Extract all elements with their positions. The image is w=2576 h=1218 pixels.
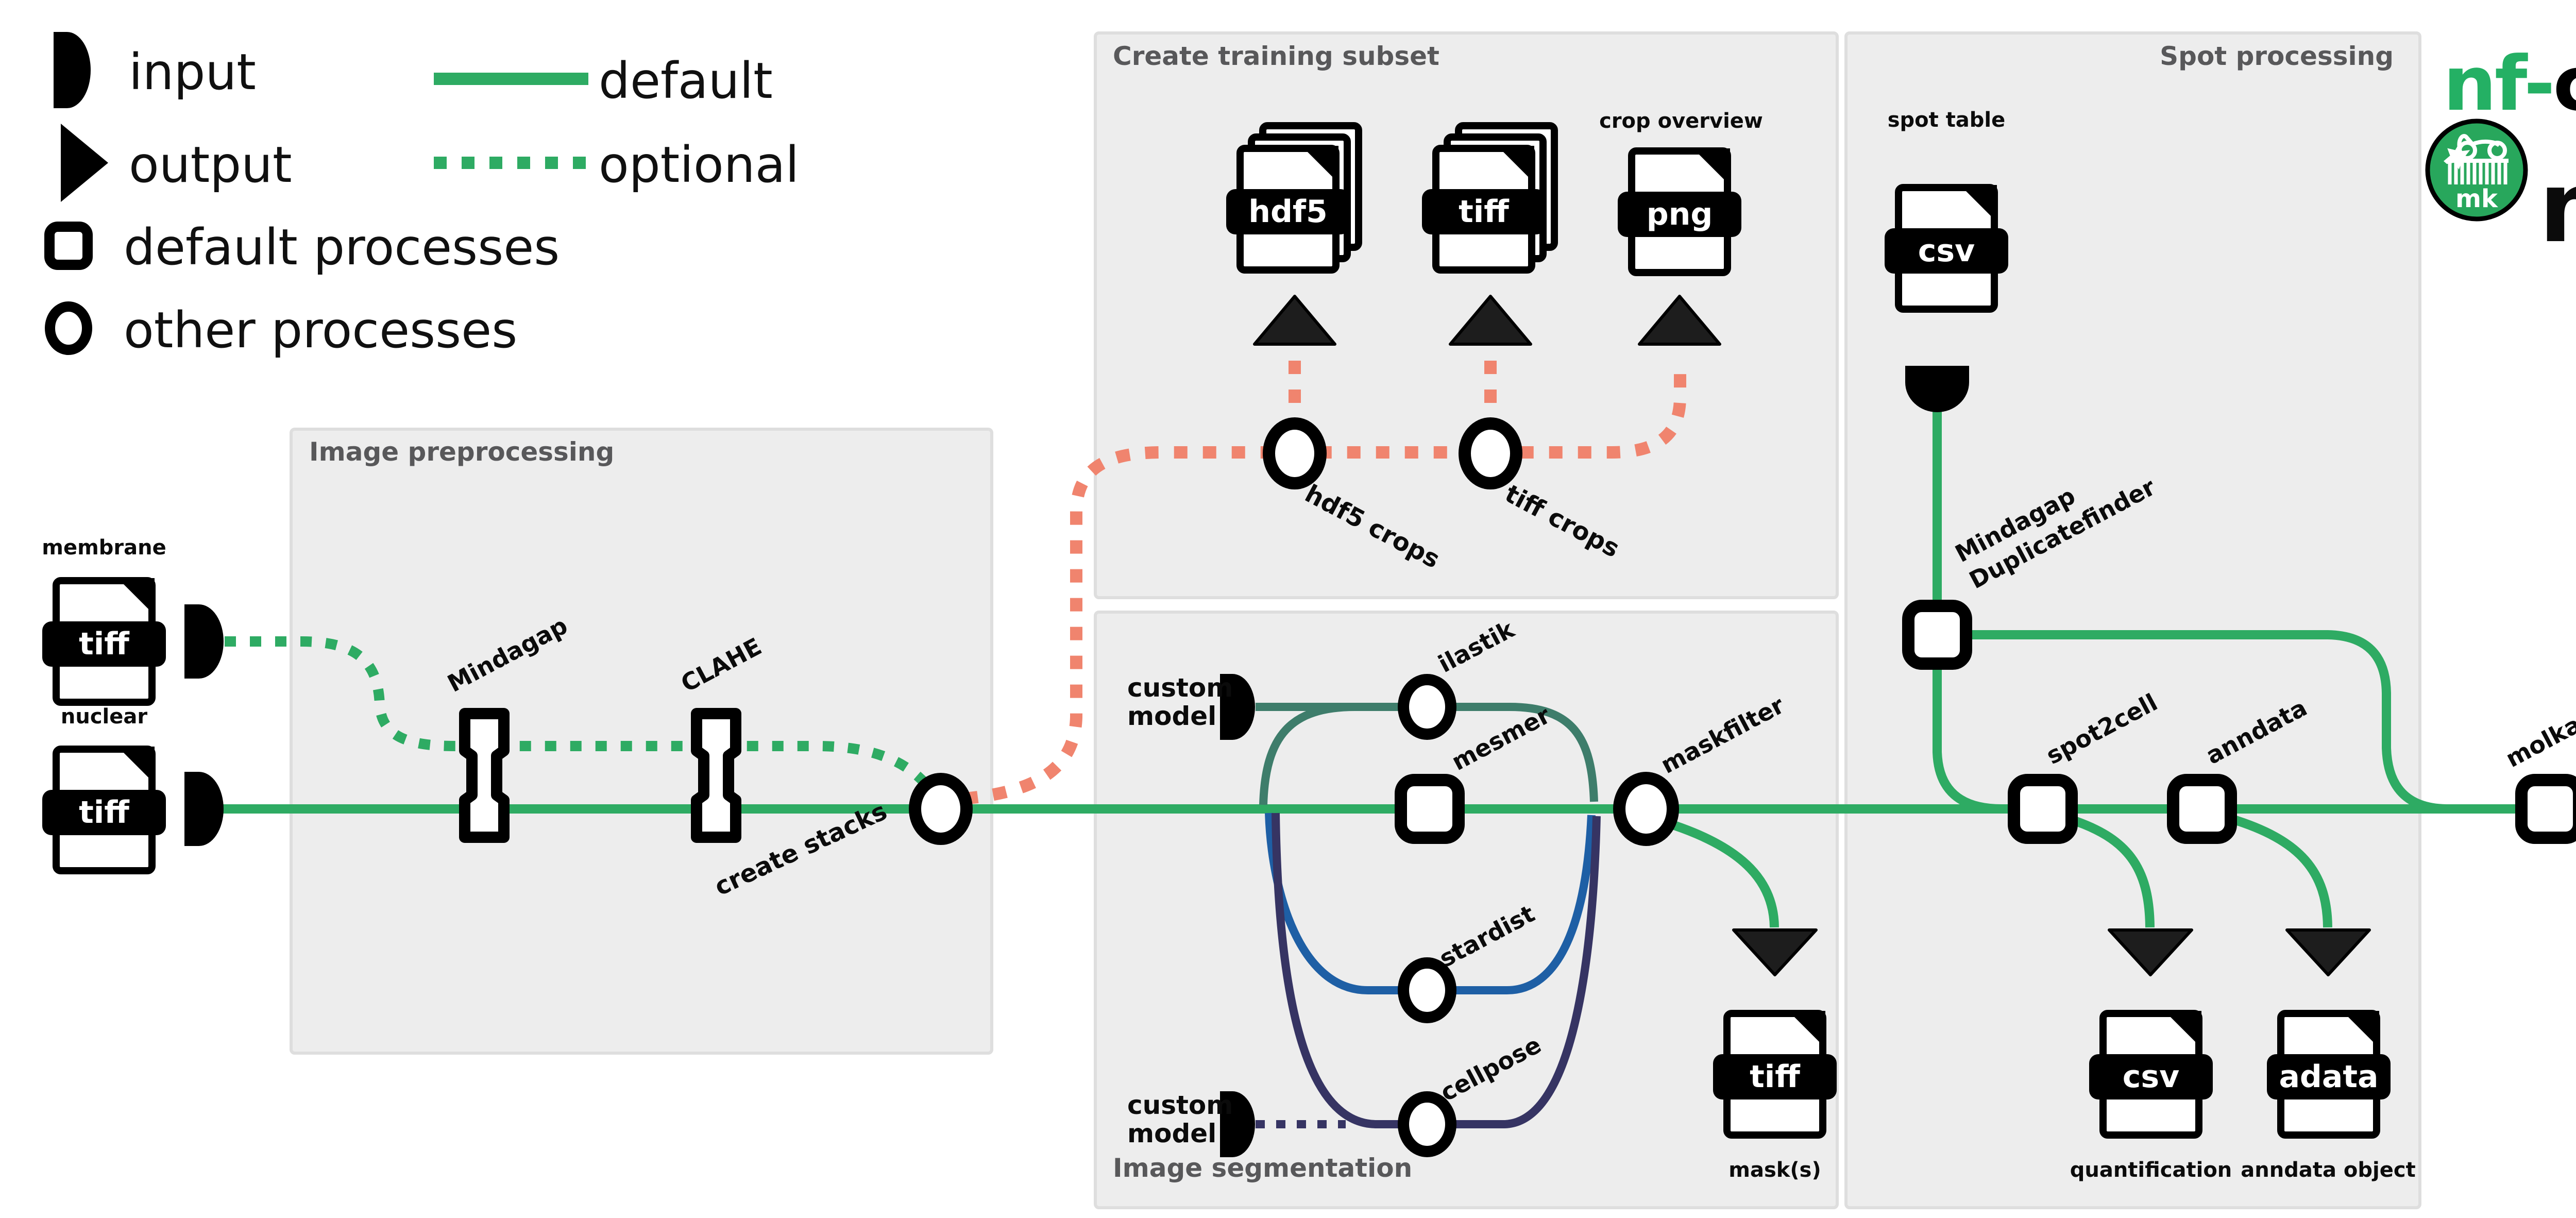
label-anndata-object: anndata object [2241,1158,2416,1182]
edge-membrane-optional [225,636,935,794]
legend-output-icon [61,124,108,202]
label-custom-model-top: custom model [1127,673,1233,731]
legend-square-icon [44,222,93,270]
box-image-preprocessing [290,428,993,1055]
page-fold-icon [1301,146,1338,183]
legend-output-label: output [129,136,292,194]
page-fold-icon [1788,1011,1825,1048]
node-maskfilter [1613,772,1679,846]
box-label-preprocessing: Image preprocessing [309,437,615,467]
node-tiff-crops [1459,417,1522,489]
file-quantification-csv: csv [2089,1010,2213,1139]
page-fold-icon [2164,1011,2201,1048]
logo-core: core/ [2553,40,2576,128]
label-crop-overview: crop overview [1599,109,1763,133]
nf-core-logo-text: nf-core/ [2443,40,2576,128]
logo-dash: - [2523,40,2555,128]
molkart-badge-icon: mk [2425,119,2528,222]
file-membrane-tiff: tiff [42,577,166,706]
label-custom-model-bottom: custom model [1127,1090,1233,1148]
edge-ilastik-branch [1259,703,1598,805]
page-fold-icon [1693,148,1730,185]
file-tiff-crops: tiff [1422,122,1558,274]
node-duplicatefinder [1902,600,1972,670]
file-format-badge: csv [1885,228,2008,274]
file-format-badge: tiff [1422,189,1546,234]
node-anndata [2167,774,2237,844]
output-arrow-hdf5 [1253,295,1336,346]
label-masks: mask(s) [1728,1158,1821,1182]
file-hdf5-crops: hdf5 [1226,122,1362,274]
input-glyph-custom-model-top [1220,674,1255,740]
file-format-badge: tiff [42,790,166,835]
label-spot-table: spot table [1887,108,2006,132]
edge-spot-table-down [1933,410,2002,814]
node-ilastik [1398,674,1456,740]
legend-default-label: default [599,52,773,110]
output-arrow-tiff [1449,295,1532,346]
page-fold-icon [1960,185,1997,222]
logo-nf: nf [2443,40,2526,128]
node-spot2cell [2008,774,2078,844]
output-arrow-anndata [2285,928,2371,976]
legend-circle-icon [45,301,92,355]
page-fold-icon [117,578,155,615]
input-glyph-custom-model-bottom [1220,1091,1255,1157]
node-molkartqc [2515,774,2576,844]
output-arrow-quantification [2108,928,2193,976]
node-cellpose [1398,1091,1456,1157]
file-format-badge: tiff [42,621,166,667]
output-arrow-masks [1732,928,1818,976]
page-fold-icon [2342,1011,2379,1048]
legend-optional-label: optional [599,136,800,194]
edge-training-optional [963,361,1686,805]
label-nuclear: nuclear [60,705,148,729]
edge-duplicatefinder-right [1964,630,2447,814]
box-label-training: Create training subset [1113,41,1439,71]
node-mesmer [1395,774,1465,844]
node-hdf5-crops [1263,417,1327,489]
page-fold-icon [117,747,155,784]
file-spot-table-csv: csv [1885,184,2008,313]
file-format-badge: csv [2089,1054,2213,1099]
file-format-badge: png [1618,192,1741,237]
file-masks-tiff: tiff [1713,1010,1837,1139]
label-quantification: quantification [2070,1158,2232,1182]
legend-input-icon [54,32,91,108]
output-arrow-png [1638,295,1721,346]
file-nuclear-tiff: tiff [42,746,166,874]
node-stardist [1398,957,1456,1023]
node-clahe [691,708,741,843]
file-anndata-adata: adata [2267,1010,2391,1139]
svg-text:mk: mk [2455,184,2498,213]
legend-default-processes-label: default processes [124,218,560,276]
file-format-badge: hdf5 [1226,189,1350,234]
node-mindagap [459,708,510,843]
box-label-segmentation: Image segmentation [1113,1153,1413,1183]
edge-anndata-out [2229,814,2332,928]
file-crop-overview-png: png [1618,147,1741,276]
input-glyph-membrane [184,604,224,679]
file-format-badge: adata [2267,1054,2391,1099]
box-label-spot: Spot processing [2160,41,2394,71]
input-glyph-spot-table [1905,366,1969,412]
label-membrane: membrane [42,536,166,560]
molkart-logo-text: molkart [2539,150,2576,264]
input-glyph-nuclear [184,772,224,846]
legend-input-label: input [129,43,256,101]
edge-maskfilter-out [1673,821,1779,928]
edge-spot2cell-out [2069,815,2155,928]
node-create-stacks [909,773,973,845]
file-format-badge: tiff [1713,1054,1837,1099]
page-fold-icon [1497,146,1534,183]
legend-other-processes-label: other processes [124,301,518,359]
